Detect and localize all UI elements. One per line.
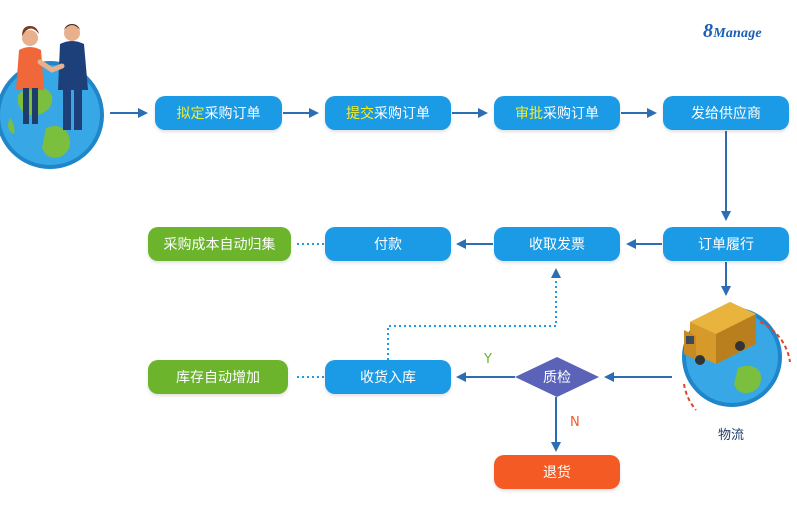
brand-logo: 8Manage bbox=[703, 20, 762, 42]
delivery-truck-globe-illustration bbox=[682, 302, 791, 411]
node-cost-collection: 采购成本自动归集 bbox=[148, 227, 291, 261]
decision-quality-check: 质检 bbox=[515, 357, 599, 397]
label-no: N bbox=[570, 415, 580, 430]
node-payment: 付款 bbox=[325, 227, 451, 261]
dotted-receive-to-invoice bbox=[387, 268, 561, 360]
label-yes: Y bbox=[484, 352, 492, 367]
node-return-goods: 退货 bbox=[494, 455, 620, 489]
node-goods-receipt: 收货入库 bbox=[325, 360, 451, 394]
node-approve-po: 审批采购订单 bbox=[494, 96, 620, 130]
label-logistics: 物流 bbox=[718, 428, 745, 443]
node-order-fulfillment: 订单履行 bbox=[663, 227, 789, 261]
node-send-supplier: 发给供应商 bbox=[663, 96, 789, 130]
node-submit-po: 提交采购订单 bbox=[325, 96, 451, 130]
node-receive-invoice: 收取发票 bbox=[494, 227, 620, 261]
handshake-globe-illustration bbox=[0, 24, 104, 169]
node-stock-increase: 库存自动增加 bbox=[148, 360, 288, 394]
node-draft-po: 拟定采购订单 bbox=[155, 96, 282, 130]
